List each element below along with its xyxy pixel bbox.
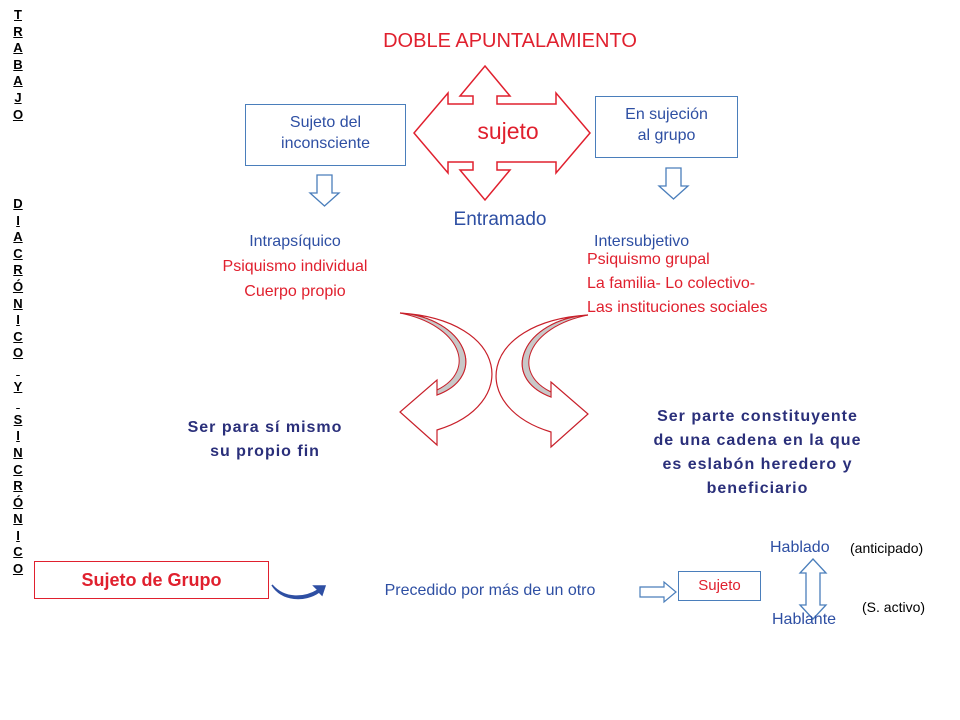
chain-link-line4: beneficiario — [706, 480, 809, 497]
chain-link-text: Ser parte constituyente de una cadena en… — [605, 405, 910, 501]
side-label-bottom-letter: Ó — [12, 494, 24, 510]
side-label-bottom-letter: C — [13, 245, 23, 261]
four-way-arrow-icon — [413, 64, 591, 202]
self-purpose-line2: su propio fin — [210, 443, 320, 460]
intersubjective-heading: Intersubjetivo — [594, 233, 690, 250]
entramado-label: Entramado — [453, 209, 547, 230]
side-label-bottom-letter: C — [13, 461, 23, 477]
right-arrow-icon — [639, 580, 677, 604]
side-label-top-letter: A — [13, 73, 23, 89]
right-box-line1: En sujeción — [625, 106, 708, 123]
diagram-title: DOBLE APUNTALAMIENTO — [383, 30, 637, 52]
hablado-label: Hablado — [770, 539, 830, 556]
subject-unconscious-box: Sujeto del inconsciente — [245, 104, 406, 166]
family-collective-text: La familia- Lo colectivo- — [587, 275, 756, 292]
side-label-bottom-letter: C — [13, 328, 23, 344]
left-box-line1: Sujeto del — [289, 114, 362, 131]
side-label-bottom-letter: A — [13, 229, 23, 245]
anticipado-label: (anticipado) — [850, 540, 924, 556]
side-label-bottom-letter: D — [13, 196, 23, 211]
own-body-text: Cuerpo propio — [244, 283, 346, 300]
side-label-bottom-letter: O — [12, 345, 24, 361]
group-subjection-box: En sujeción al grupo — [595, 96, 738, 158]
curved-arrow-left-shading — [399, 312, 467, 396]
activo-label: (S. activo) — [862, 599, 926, 615]
left-box-line2: inconsciente — [281, 135, 370, 152]
side-label-bottom-letter: S — [13, 411, 23, 427]
side-label-top-letter: A — [13, 40, 23, 56]
updown-arrow-icon — [798, 558, 828, 620]
side-label-bottom-letter: N — [13, 295, 23, 311]
center-label: sujeto — [477, 118, 539, 144]
subject-small-box: Sujeto — [678, 571, 761, 601]
group-subject-box: Sujeto de Grupo — [34, 561, 269, 599]
side-label-bottom-letter: R — [13, 262, 23, 278]
chain-link-line2: de una cadena en la que — [653, 432, 862, 449]
group-psyche-text: Psiquismo grupal — [587, 251, 710, 268]
side-label-bottom-letter: Y — [13, 378, 23, 394]
side-label-top-letter: R — [13, 23, 23, 39]
curved-arrow-right-shading — [521, 314, 589, 398]
individual-psyche-text: Psiquismo individual — [222, 258, 368, 275]
side-label-bottom-letter: N — [13, 444, 23, 460]
chain-link-line1: Ser parte constituyente — [657, 408, 858, 425]
side-label-bottom-letter: I — [16, 527, 20, 543]
side-label-bottom-letter: I — [16, 428, 20, 444]
side-label-top-letter: O — [12, 106, 24, 122]
side-label-bottom-letter: I — [16, 212, 20, 228]
side-label-top-letter: J — [14, 89, 22, 105]
side-label-bottom-letter: C — [13, 544, 23, 560]
side-label-top-letter: T — [14, 7, 22, 22]
side-label-top-letter: B — [13, 56, 23, 72]
side-label-bottom-letter: N — [13, 511, 23, 527]
right-box-line2: al grupo — [637, 127, 696, 144]
down-arrow-left-icon — [308, 174, 341, 207]
intrapsychic-heading: Intrapsíquico — [249, 233, 341, 250]
side-label-bottom-letter: R — [13, 478, 23, 494]
group-psyche-list: Psiquismo grupal La familia- Lo colectiv… — [587, 248, 827, 320]
side-label-bottom-letter: O — [12, 561, 24, 577]
self-purpose-text: Ser para sí mismo su propio fin — [150, 416, 380, 464]
social-institutions-text: Las instituciones sociales — [587, 299, 768, 316]
chain-link-line3: es eslabón heredero y — [662, 456, 853, 473]
self-purpose-line1: Ser para sí mismo — [187, 419, 343, 436]
side-label-bottom-letter: Ó — [12, 278, 24, 294]
preceded-text: Precedido por más de un otro — [384, 582, 596, 599]
side-label-bottom-letter: I — [16, 312, 20, 328]
curved-connector-icon — [271, 584, 327, 600]
hablante-label: Hablante — [772, 611, 837, 628]
down-arrow-right-icon — [657, 167, 690, 200]
